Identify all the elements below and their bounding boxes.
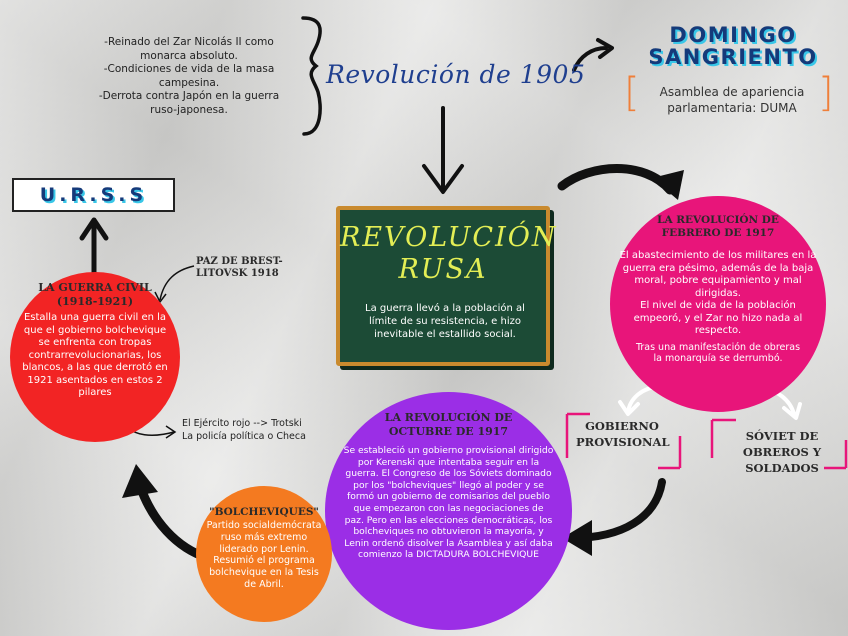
pilar-ejercito: El Ejército rojo --> Trotski — [182, 418, 302, 429]
arrow-from-brest — [159, 265, 195, 301]
arrow-to-domingo — [572, 46, 608, 72]
bolcheviques-text-2: Resumió el programa bolchevique en la Te… — [209, 555, 319, 590]
bolcheviques-title: "BOLCHEVIQUES" — [209, 506, 319, 518]
curly-brace-icon — [301, 16, 322, 136]
guerra-civil-title: LA GUERRA CIVIL (1918-1921) — [38, 281, 152, 308]
cause-item: -Derrota contra Japón en la guerra ruso-… — [98, 90, 280, 116]
pilar-checa: La policía política o Checa — [182, 430, 306, 442]
soviet-label: SÓVIET DE OBREROS Y SOLDADOS — [742, 429, 822, 475]
revolucion-rusa-board: REVOLUCIÓN RUSA La guerra llevó a la pob… — [336, 206, 558, 366]
febrero-text-2: El nivel de vida de la población empeoró… — [633, 300, 803, 336]
causes-list: -Reinado del Zar Nicolás II como monarca… — [86, 36, 292, 117]
octubre-text: Se estableció un gobierno provisional di… — [343, 445, 554, 561]
pilares-text: El Ejército rojo --> Trotski La policía … — [182, 418, 332, 443]
guerra-civil-circle: LA GUERRA CIVIL (1918-1921) Estalla una … — [10, 272, 180, 442]
febrero-text-3: Tras una manifestación de obreras la mon… — [635, 341, 801, 365]
board-text: La guerra llevó a la población al límite… — [365, 303, 525, 340]
guerra-civil-text: Estalla una guerra civil en la que el go… — [22, 312, 168, 398]
febrero-text-1: El abastecimiento de los militares en la… — [619, 250, 817, 299]
bolcheviques-text-1: Partido socialdemócrata ruso más extremo… — [206, 520, 322, 555]
febrero-title: LA REVOLUCIÓN DE FEBRERO DE 1917 — [657, 214, 779, 239]
bolcheviques-circle: "BOLCHEVIQUES" Partido socialdemócrata r… — [196, 486, 332, 622]
octubre-title: LA REVOLUCIÓN DE OCTUBRE DE 1917 — [384, 411, 513, 438]
gobierno-provisional-label: GOBIERNO PROVISIONAL — [576, 419, 670, 449]
febrero-circle: LA REVOLUCIÓN DE FEBRERO DE 1917 El abas… — [610, 196, 826, 412]
board-title: REVOLUCIÓN RUSA — [340, 222, 558, 285]
bolcheviques-text: Partido socialdemócrata ruso más extremo… — [206, 520, 322, 591]
cause-item: -Condiciones de vida de la masa campesin… — [103, 63, 275, 89]
febrero-text: El abastecimiento de los militares en la… — [618, 250, 818, 365]
octubre-circle: LA REVOLUCIÓN DE OCTUBRE DE 1917 Se esta… — [325, 392, 572, 630]
revolucion-1905-title: Revolución de 1905 — [326, 60, 586, 89]
right-bracket-icon: ] — [818, 70, 834, 116]
duma-text: Asamblea de apariencia parlamentaria: DU… — [659, 85, 805, 115]
urss-title: U.R.S.S — [39, 184, 148, 206]
domingo-sangriento-title: DOMINGO SANGRIENTO — [648, 23, 818, 69]
left-bracket-icon: [ — [624, 70, 640, 116]
cause-item: -Reinado del Zar Nicolás II como monarca… — [104, 36, 274, 62]
brest-litovsk-label: PAZ DE BREST-LITOVSK 1918 — [196, 256, 283, 279]
urss-box: U.R.S.S — [12, 178, 175, 212]
